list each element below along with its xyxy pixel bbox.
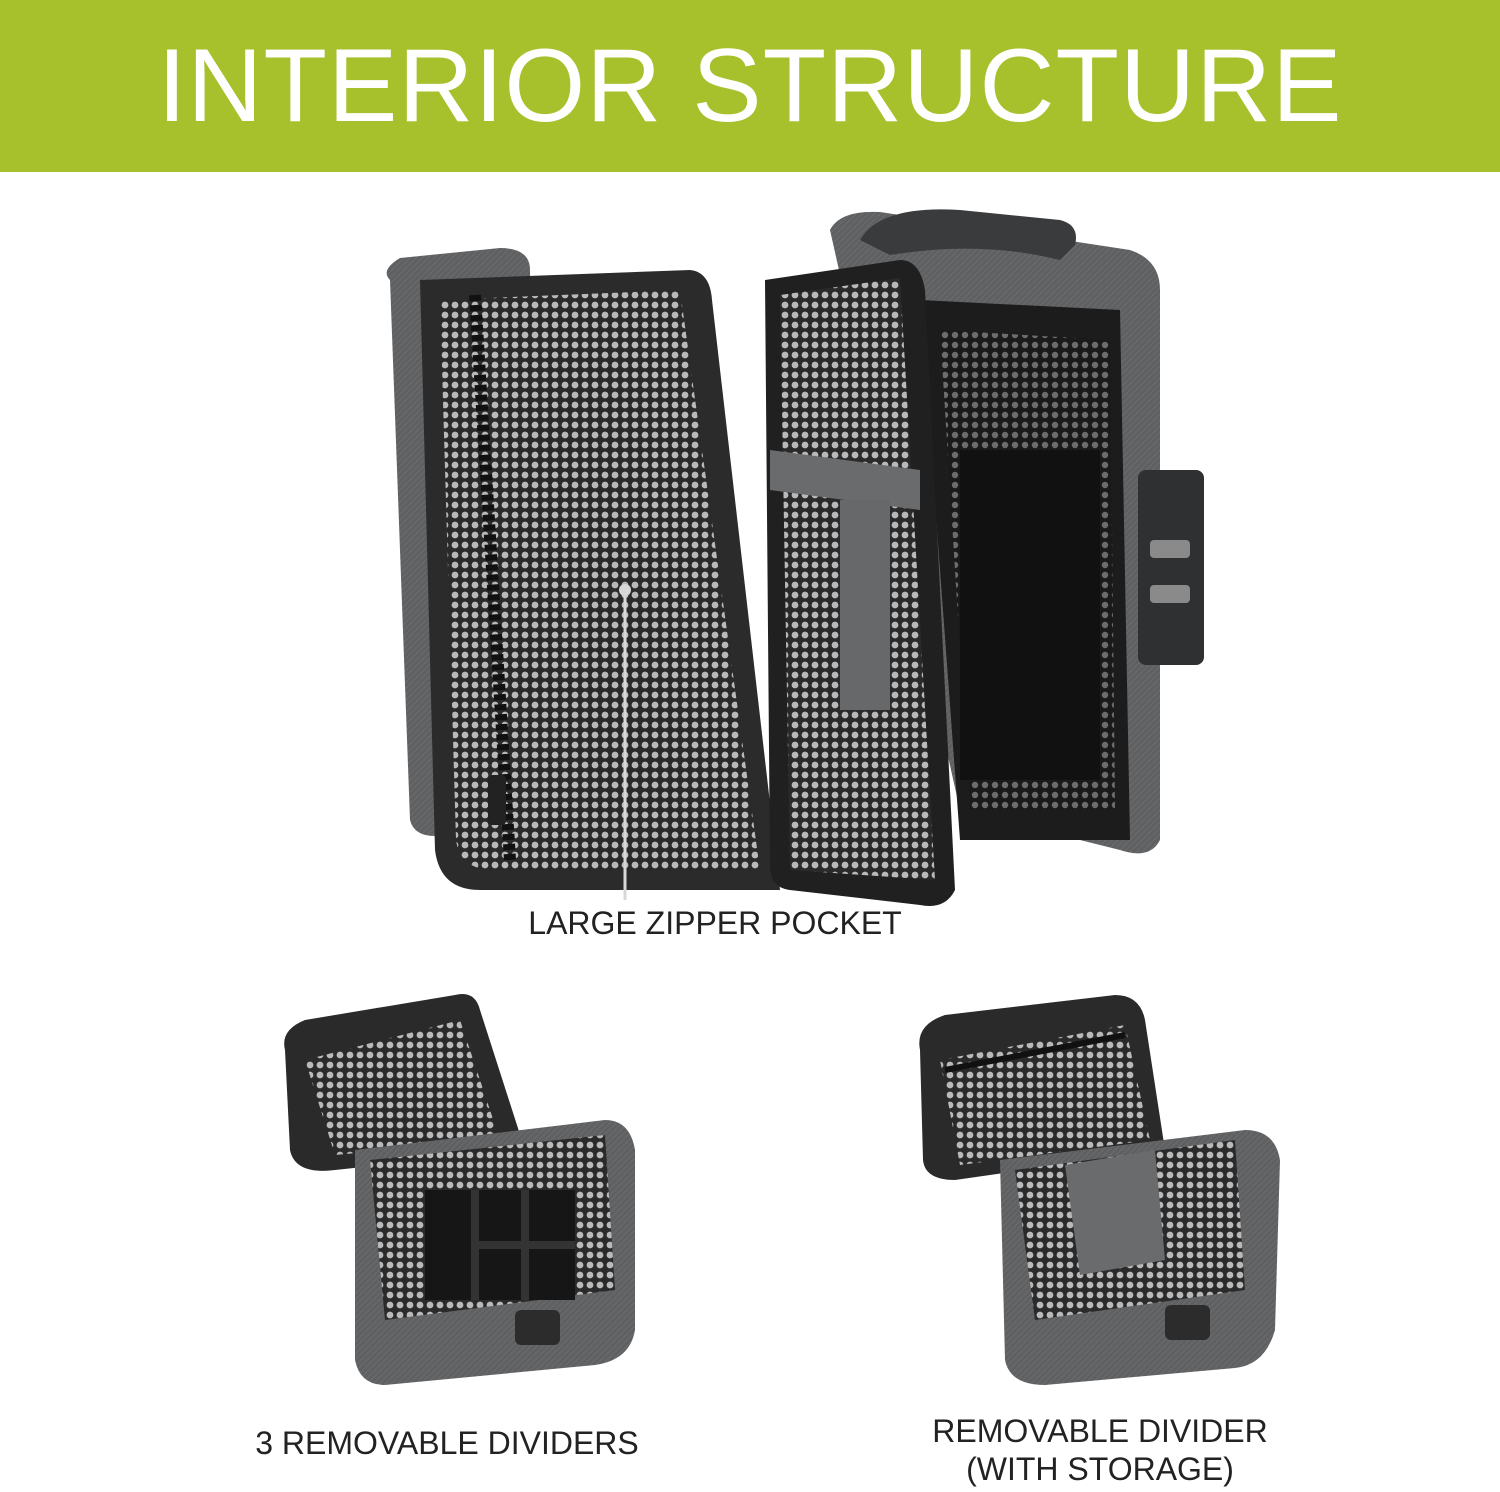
left-caption: 3 REMOVABLE DIVIDERS: [255, 1425, 639, 1461]
zipper-track: [469, 294, 516, 861]
lock-dial-2: [1150, 585, 1190, 603]
dividers-case-image: [284, 994, 635, 1385]
compartment-divider: [960, 450, 1100, 780]
elastic-strap: [770, 450, 920, 510]
main-caption: LARGE ZIPPER POCKET: [528, 905, 902, 941]
zipper-pocket-mesh: [440, 290, 760, 870]
combination-lock: [1138, 470, 1204, 665]
handle: [860, 209, 1076, 260]
main-case-image: [386, 209, 1204, 906]
strap-loop: [840, 500, 890, 710]
title-banner: INTERIOR STRUCTURE: [0, 0, 1500, 172]
right-caption-line1: REMOVABLE DIVIDER: [932, 1413, 1268, 1449]
right-caption: REMOVABLE DIVIDER (WITH STORAGE): [900, 1412, 1300, 1488]
divider-storage-case-image: [919, 995, 1280, 1385]
lid-mesh: [305, 1020, 500, 1155]
lock-dial-1: [1150, 540, 1190, 558]
right-caption-line2: (WITH STORAGE): [966, 1451, 1234, 1487]
lock: [515, 1310, 560, 1345]
zipper-pull: [488, 775, 506, 825]
storage-divider: [1065, 1150, 1165, 1275]
page-title: INTERIOR STRUCTURE: [157, 27, 1343, 144]
pointer-dot: [619, 584, 631, 596]
lock: [1165, 1305, 1210, 1340]
